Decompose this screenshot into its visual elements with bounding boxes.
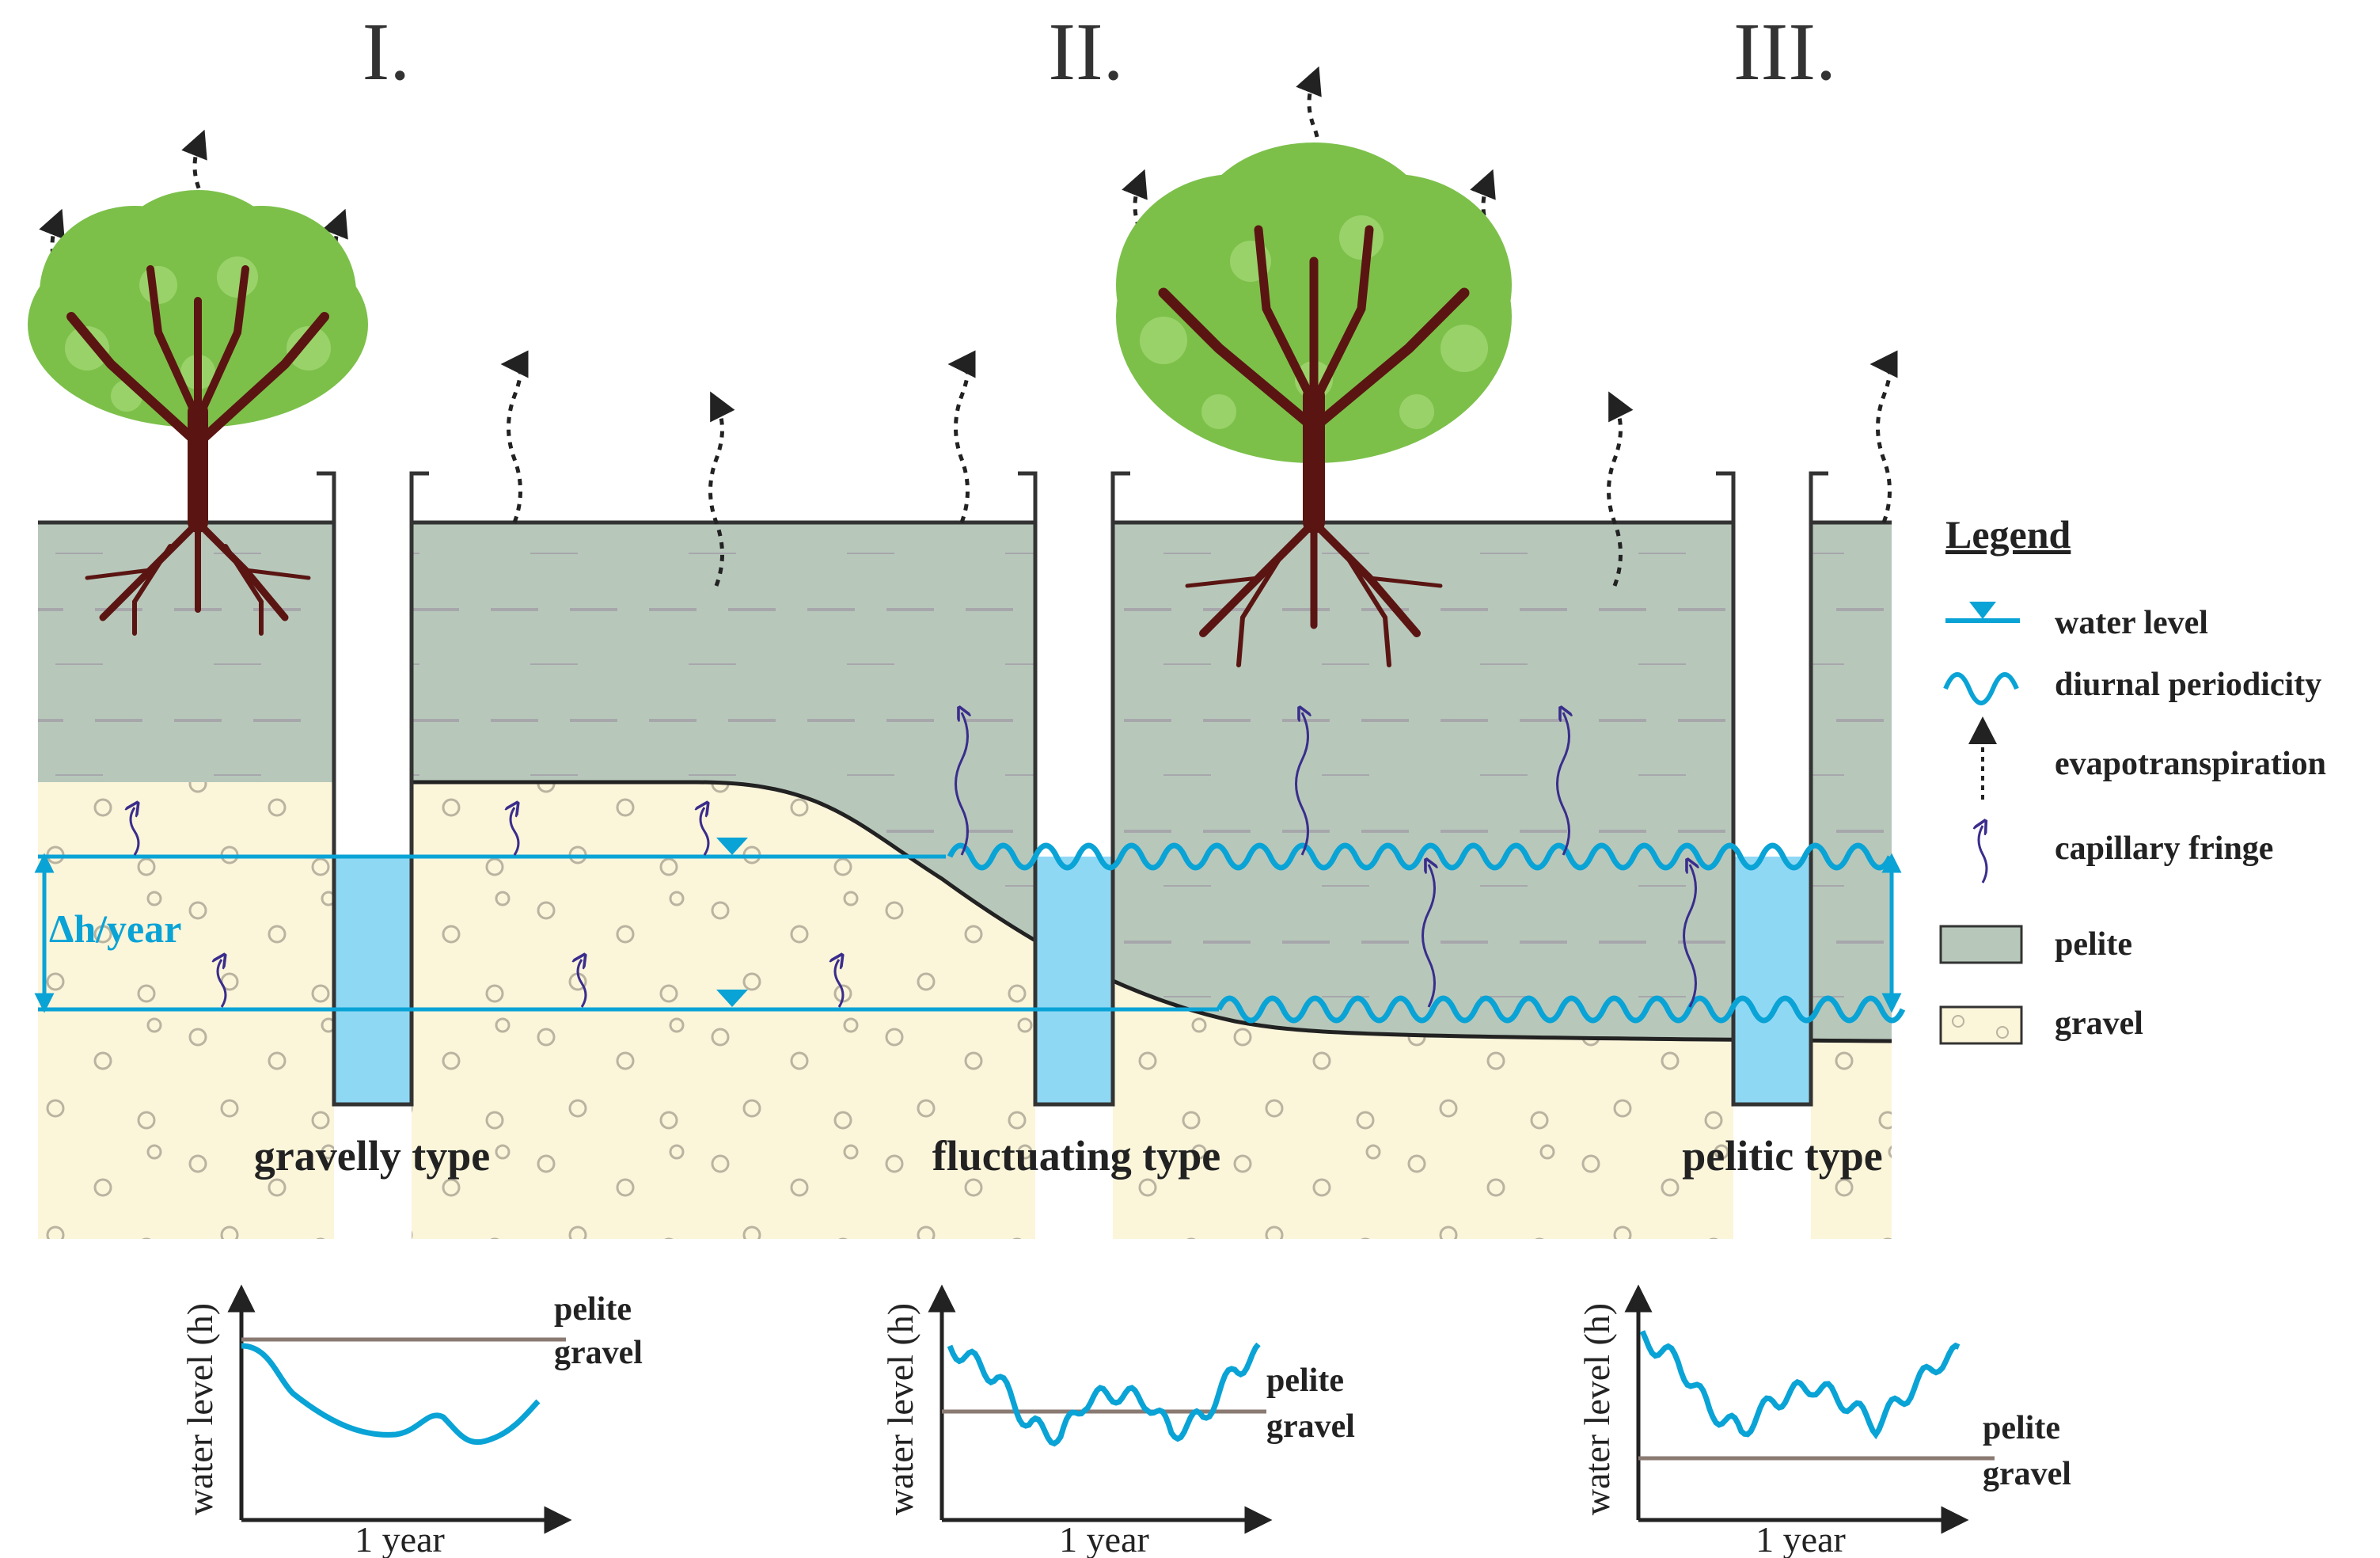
- water-level-curve: [947, 1342, 1261, 1447]
- pelite-swatch-icon: [1939, 925, 2023, 964]
- tree-small: [28, 190, 368, 636]
- water-level-curve: [1639, 1330, 1961, 1440]
- well-water-2: [1035, 857, 1113, 1104]
- tree-large: [1116, 142, 1512, 667]
- graph-x-label: 1 year: [1756, 1519, 1846, 1558]
- legend-label-pelite: pelite: [2055, 926, 2132, 963]
- graph-pelitic: pelite gravel 1 year water level (h): [1577, 1284, 2071, 1558]
- well-water-3: [1733, 857, 1811, 1104]
- legend-label-water-level: water level: [2055, 605, 2208, 641]
- graph-label-gravel: gravel: [554, 1335, 643, 1371]
- graph-label-pelite: pelite: [554, 1291, 632, 1328]
- diurnal-wave-icon: [1943, 672, 2019, 705]
- water-level-curve: [241, 1343, 541, 1446]
- type-label-gravelly: gravelly type: [254, 1132, 490, 1180]
- pelite-gravel-boundary: [412, 780, 1892, 1043]
- water-level-marker-low: [716, 990, 748, 1007]
- graph-y-label: water level (h): [180, 1303, 220, 1515]
- graph-label-gravel: gravel: [1983, 1456, 2071, 1492]
- water-levels: Δh/year: [34, 838, 1906, 1024]
- graph-x-label: 1 year: [1059, 1519, 1149, 1558]
- legend-label-gravel: gravel: [2055, 1005, 2143, 1042]
- graph-y-label: water level (h): [880, 1303, 920, 1515]
- capillary-arrows: [131, 712, 1696, 1008]
- graph-label-pelite: pelite: [1983, 1410, 2060, 1446]
- diurnal-wave-high: [947, 842, 1893, 871]
- type-label-pelitic: pelitic type: [1682, 1132, 1882, 1180]
- graph-fluctuating: pelite gravel 1 year water level (h): [880, 1284, 1355, 1558]
- legend-label-evapotranspiration: evapotranspiration: [2055, 746, 2326, 782]
- well-2: [1018, 471, 1130, 1263]
- graph-label-gravel: gravel: [1266, 1408, 1355, 1445]
- delta-h-label: Δh/year: [49, 906, 181, 951]
- graph-x-label: 1 year: [355, 1519, 445, 1558]
- diurnal-wave-low: [1216, 995, 1906, 1024]
- legend-title: Legend: [1945, 512, 2071, 557]
- stage-numeral-3: III.: [1733, 6, 1836, 97]
- type-label-fluctuating: fluctuating type: [932, 1132, 1221, 1180]
- water-level-marker-high: [716, 838, 748, 855]
- stage-numeral-1: I.: [363, 6, 411, 97]
- legend-label-diurnal: diurnal periodicity: [2055, 667, 2321, 703]
- well-water-1: [334, 857, 412, 1104]
- capillary-arrow-icon: [1979, 826, 1988, 884]
- graph-gravelly: pelite gravel 1 year water level (h): [180, 1284, 643, 1558]
- graph-label-pelite: pelite: [1266, 1362, 1344, 1399]
- legend: Legend water level diurnal periodicity e…: [1939, 512, 2326, 1045]
- graph-y-label: water level (h): [1577, 1303, 1617, 1515]
- water-level-icon: [1945, 602, 2020, 623]
- legend-label-capillary: capillary fringe: [2055, 830, 2273, 867]
- evapotranspiration-arrow-icon: [1968, 716, 1997, 800]
- stage-numeral-2: II.: [1048, 6, 1123, 97]
- gravel-swatch-icon: [1939, 1005, 2023, 1045]
- well-1: [317, 471, 429, 1263]
